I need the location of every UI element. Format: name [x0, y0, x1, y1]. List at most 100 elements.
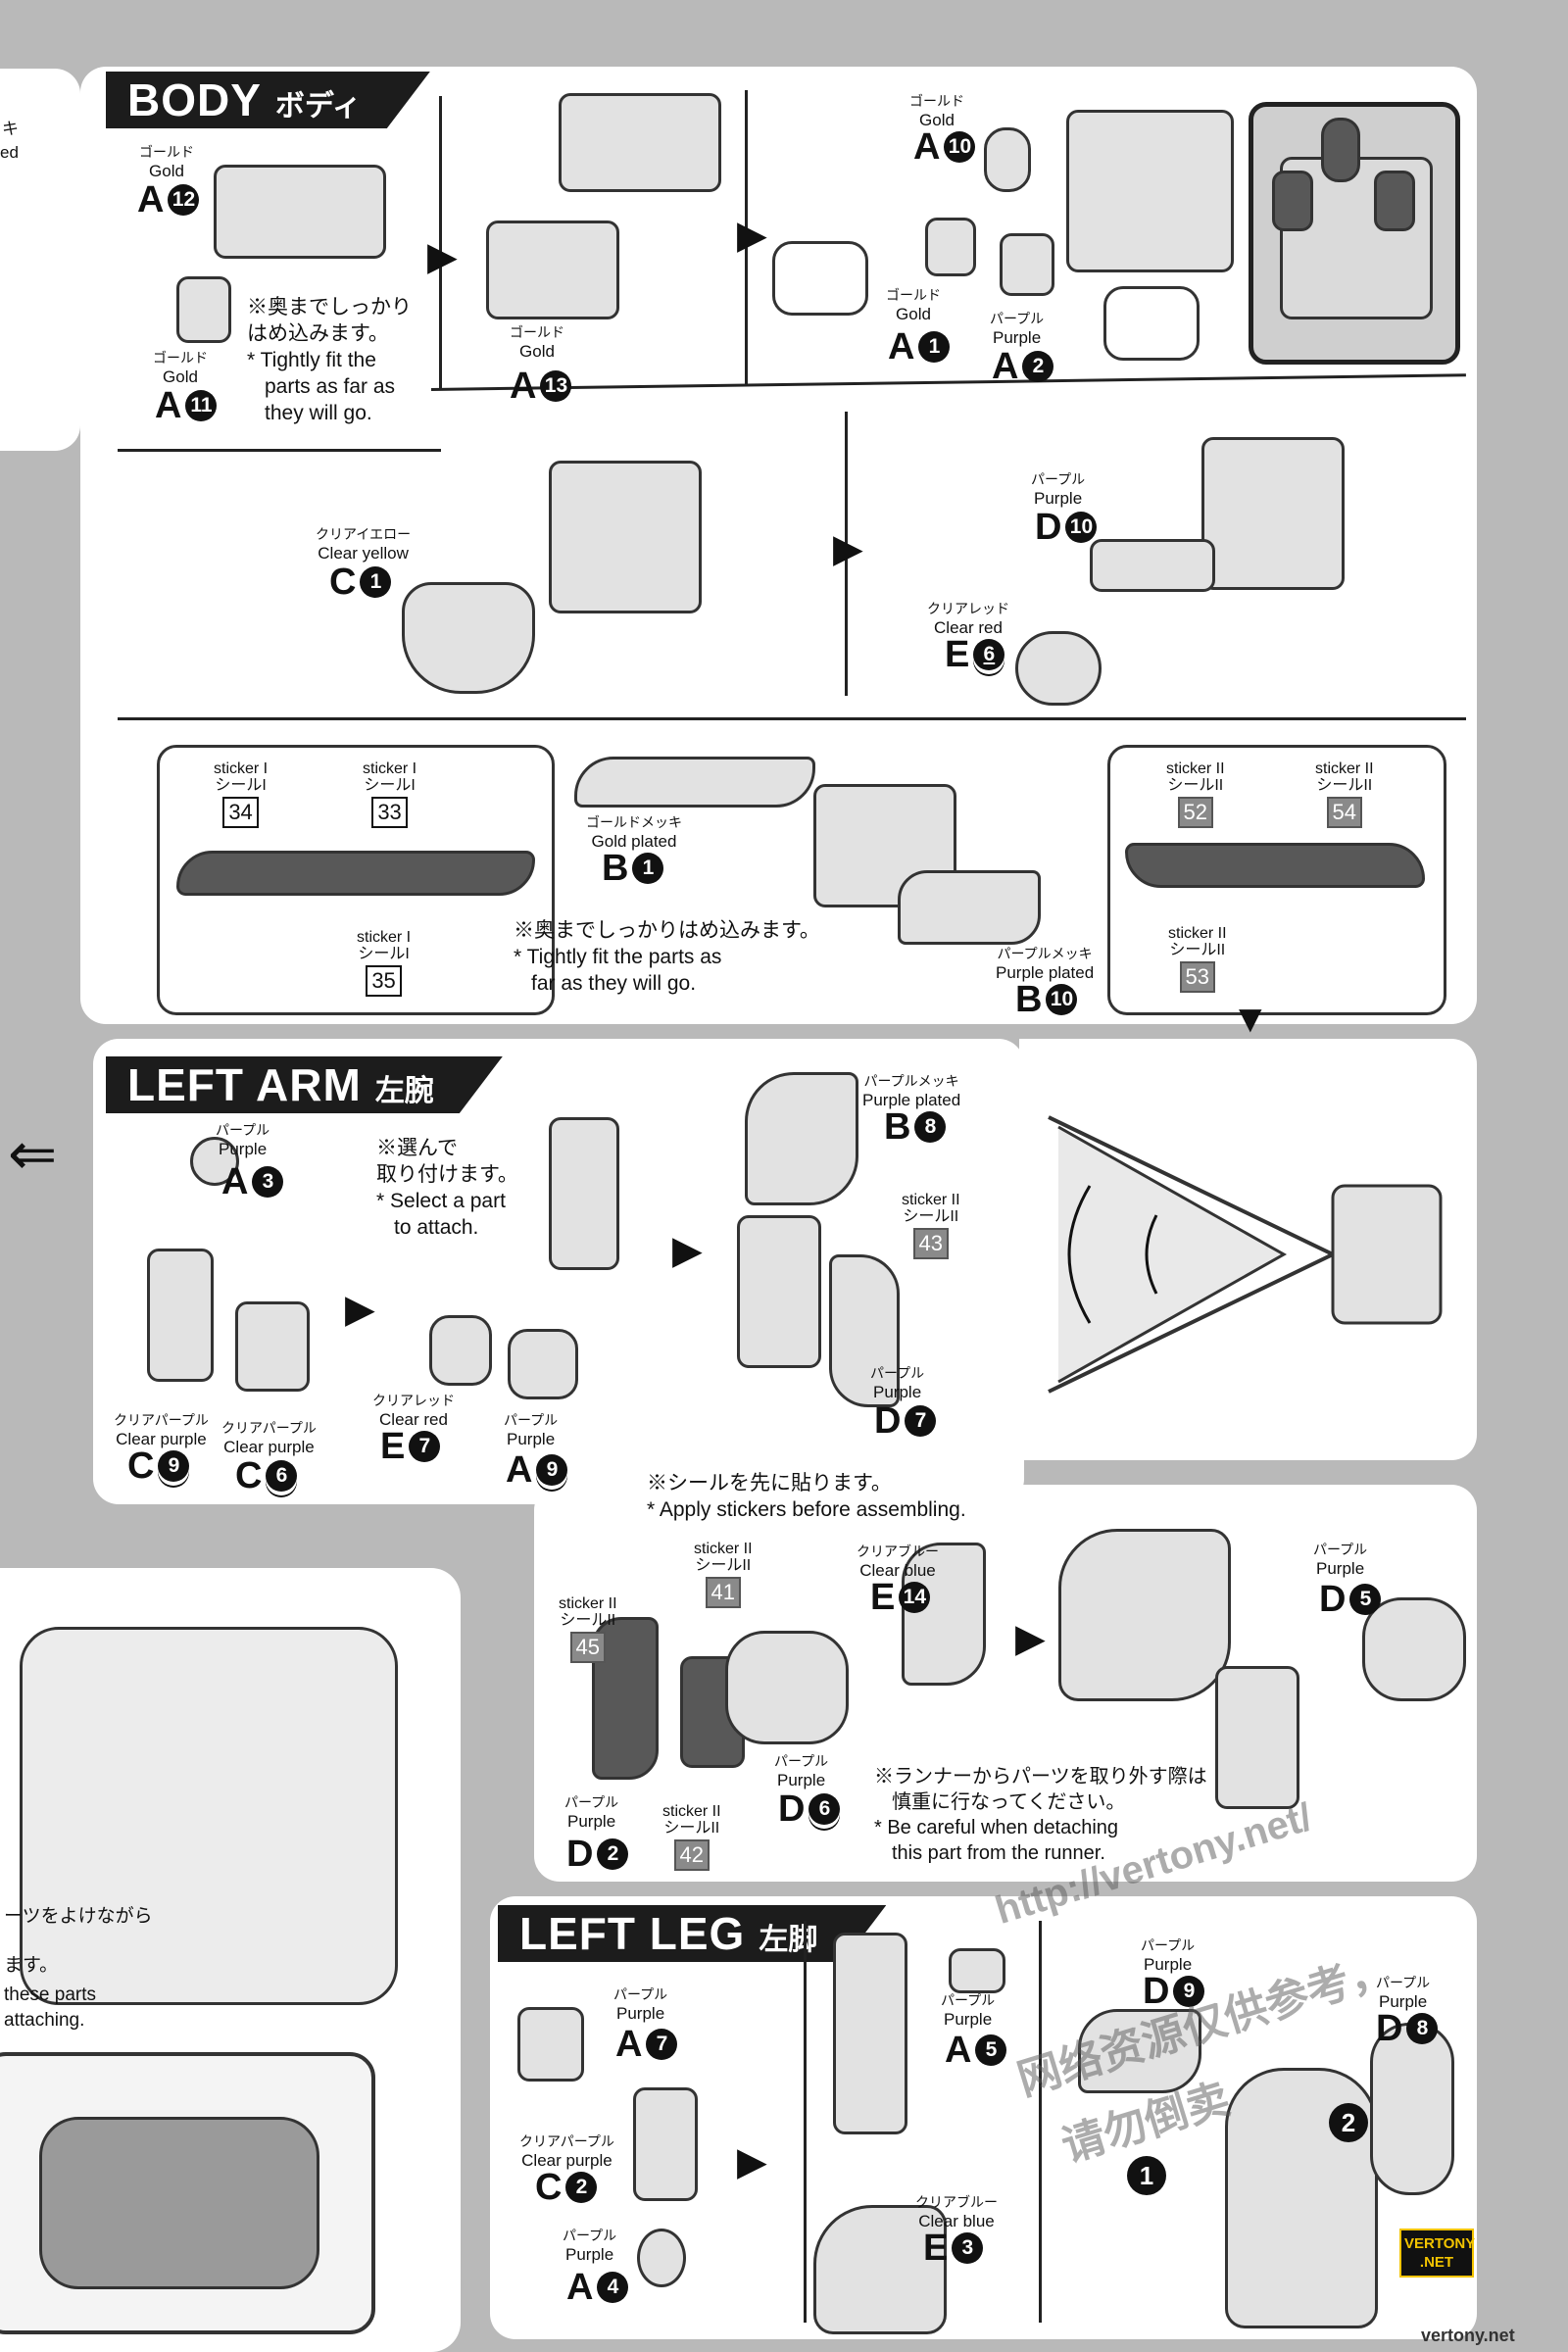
wing-sticker-illustration — [1125, 843, 1425, 888]
col-divider — [745, 90, 748, 384]
part-a13 — [486, 220, 619, 319]
part-a5 — [949, 1948, 1005, 1993]
step-arrow-icon: ▶ — [672, 1229, 703, 1272]
part-forearm — [549, 1117, 619, 1270]
left-arm-title: LEFT ARM — [127, 1059, 362, 1110]
runner-note: ※ランナーからパーツを取り外す際は慎重に行なってください。 * Be caref… — [874, 1766, 1207, 1864]
part-e3-foot — [813, 2205, 947, 2334]
part-a1 — [925, 218, 976, 276]
body-title: BODY — [127, 74, 262, 125]
left-edge-text: these parts — [4, 1984, 96, 2005]
part-body-core — [813, 784, 956, 907]
part-e6 — [1015, 631, 1102, 706]
left-edge-text: ます。 — [4, 1955, 59, 1976]
fit-note: ※奥までしっかりはめ込みます。 * Tightly fit the parts … — [514, 919, 820, 995]
body-section-header: BODY ボディ — [106, 72, 430, 128]
left-edge-text: ーツをよけながら — [4, 1906, 153, 1927]
preview-illustration — [1321, 118, 1360, 182]
model-illustration — [20, 1627, 398, 2005]
part-d7-shield — [829, 1254, 900, 1407]
left-arm-title-jp: 左腕 — [374, 1075, 434, 1107]
left-arm-section-header: LEFT ARM 左腕 — [106, 1056, 503, 1113]
left-leg-title-jp: 左脚 — [759, 1924, 818, 1956]
part-c6 — [235, 1301, 310, 1392]
part-a7 — [517, 2007, 584, 2082]
row-divider — [118, 449, 441, 452]
order-marker-1: 1 — [1127, 2156, 1166, 2195]
preview-illustration — [1272, 171, 1313, 231]
left-edge-text: ed — [0, 143, 19, 162]
row-divider — [118, 717, 1466, 720]
detail-callout — [1103, 286, 1200, 361]
col-divider — [845, 412, 848, 696]
body-title-jp: ボディ — [274, 90, 362, 122]
part-d9 — [1078, 2009, 1201, 2093]
step-arrow-icon: ▶ — [737, 214, 767, 257]
step-arrow-icon: ▶ — [833, 527, 863, 570]
part-d5 — [1362, 1597, 1466, 1701]
part-thigh — [833, 1933, 907, 2134]
left-edge-panel-top — [0, 69, 80, 451]
part-b10-wing — [898, 870, 1041, 945]
order-marker-2: 2 — [1329, 2103, 1368, 2142]
part-arm-assembly — [737, 1215, 821, 1368]
step-arrow-icon: ▶ — [1015, 1617, 1046, 1660]
part-c1 — [402, 582, 535, 694]
step-arrow-icon: ▶ — [427, 235, 458, 278]
vertony-logo: VERTONY.NET — [1399, 2229, 1475, 2278]
footer-watermark: vertony.net — [1421, 2326, 1515, 2345]
down-arrow-icon: ▼ — [1231, 998, 1270, 1041]
part-body-core — [549, 461, 702, 613]
part-d6 — [725, 1631, 849, 1744]
apply-note: ※シールを先に貼ります。 * Apply stickers before ass… — [647, 1472, 966, 1521]
part-e7-hand — [429, 1315, 492, 1386]
part-a9-hand — [508, 1329, 578, 1399]
part-arm-assembled — [1058, 1529, 1231, 1701]
wing-sticker-illustration — [176, 851, 535, 896]
arrow-left-icon: ⇐ — [8, 1121, 58, 1187]
